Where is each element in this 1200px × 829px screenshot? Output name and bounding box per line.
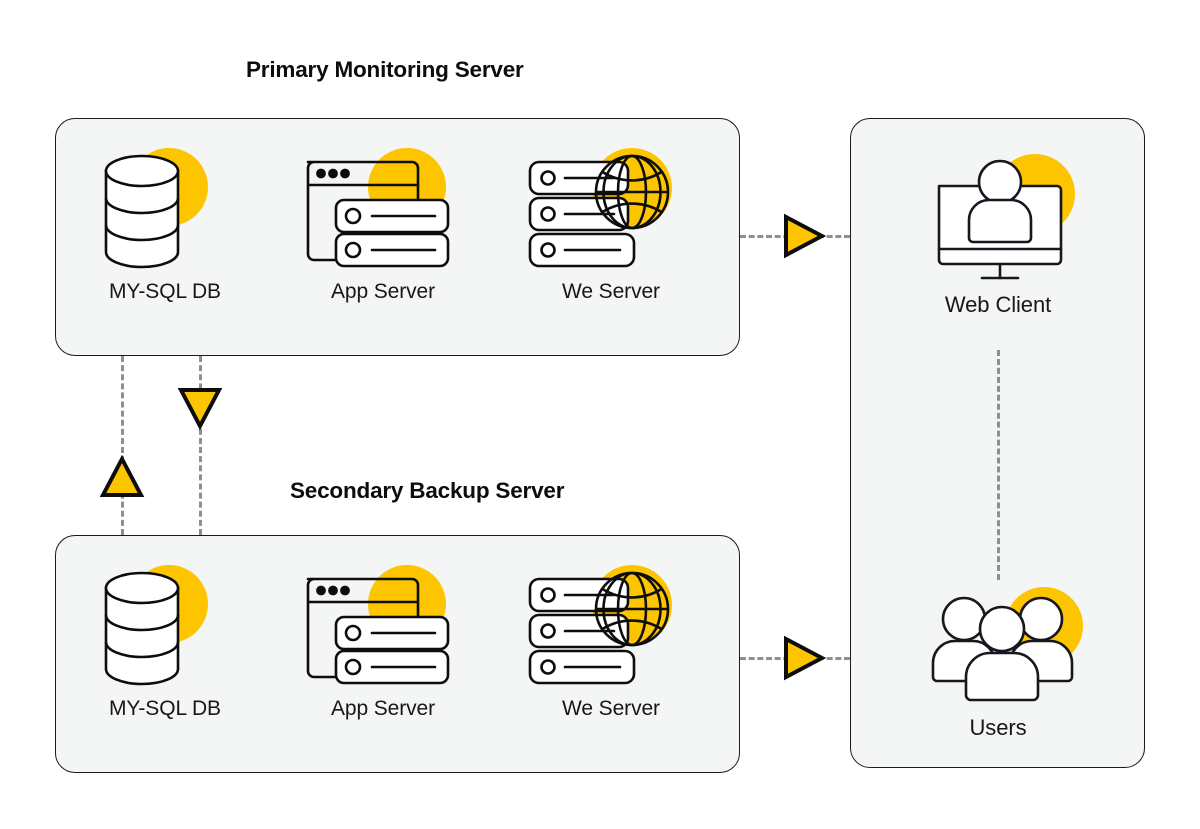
connector-web-client-to-users <box>997 350 1000 580</box>
node-label: Users <box>969 715 1027 740</box>
app-server-icon <box>288 559 478 691</box>
node-app-server-primary[interactable]: App Server <box>288 142 478 304</box>
page-title-secondary: Secondary Backup Server <box>290 478 565 503</box>
node-app-server-secondary[interactable]: App Server <box>288 559 478 721</box>
web-server-icon <box>516 559 706 691</box>
node-web-client[interactable]: Web Client <box>903 150 1093 318</box>
node-label: MY-SQL DB <box>109 280 221 303</box>
arrow-up-replication[interactable] <box>99 455 145 499</box>
arrow-primary-to-web-client[interactable] <box>782 213 826 259</box>
node-label: MY-SQL DB <box>109 697 221 720</box>
node-web-server-primary[interactable]: We Server <box>516 142 706 304</box>
page-title-primary: Primary Monitoring Server <box>246 57 524 82</box>
node-label: App Server <box>330 697 436 720</box>
node-users[interactable]: Users <box>903 573 1093 741</box>
arrow-down-replication[interactable] <box>177 386 223 430</box>
arrow-secondary-to-users[interactable] <box>782 635 826 681</box>
node-label: We Server <box>562 697 660 720</box>
database-icon <box>70 559 260 691</box>
connector-secondary-to-primary-replica <box>121 356 124 535</box>
app-server-icon <box>288 142 478 274</box>
users-group-icon <box>903 573 1093 705</box>
database-icon <box>70 142 260 274</box>
node-label: We Server <box>562 280 660 303</box>
node-web-server-secondary[interactable]: We Server <box>516 559 706 721</box>
node-label: Web Client <box>944 292 1052 317</box>
monitor-user-icon <box>903 150 1093 282</box>
node-label: App Server <box>330 280 436 303</box>
node-mysql-db-secondary[interactable]: MY-SQL DB <box>70 559 260 721</box>
node-mysql-db-primary[interactable]: MY-SQL DB <box>70 142 260 304</box>
web-server-icon <box>516 142 706 274</box>
connector-primary-to-secondary-replica <box>199 356 202 535</box>
